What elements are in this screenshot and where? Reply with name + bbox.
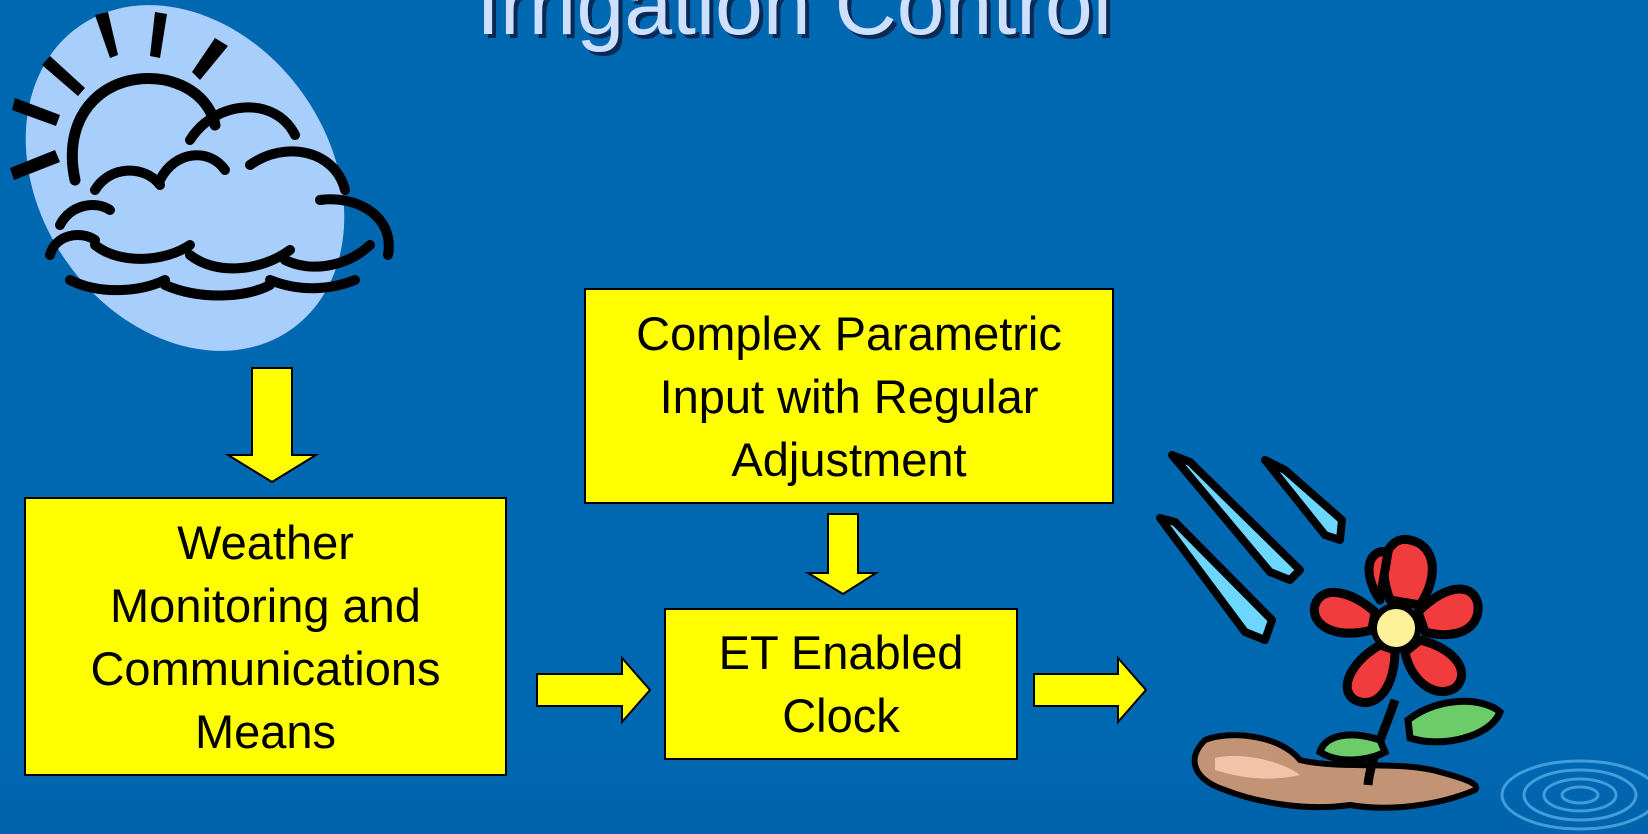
rain-flower-icon	[1156, 451, 1505, 811]
arrow-right-1	[536, 655, 652, 725]
slide-title: Irrigation Control	[476, 0, 1112, 53]
water-ripple-icon	[1500, 759, 1648, 831]
weather-monitoring-label: Weather Monitoring and Communications Me…	[90, 515, 441, 758]
et-clock-box: ET Enabled Clock	[664, 608, 1018, 760]
arrow-down-1	[224, 367, 320, 484]
complex-parametric-label: Complex Parametric Input with Regular Ad…	[636, 306, 1062, 486]
complex-parametric-box: Complex Parametric Input with Regular Ad…	[584, 288, 1114, 504]
arrow-right-2	[1033, 655, 1148, 725]
arrow-down-2	[804, 513, 880, 596]
et-clock-label: ET Enabled Clock	[718, 626, 964, 742]
sun-cloud-icon	[10, 5, 394, 351]
weather-monitoring-box: Weather Monitoring and Communications Me…	[24, 497, 507, 776]
